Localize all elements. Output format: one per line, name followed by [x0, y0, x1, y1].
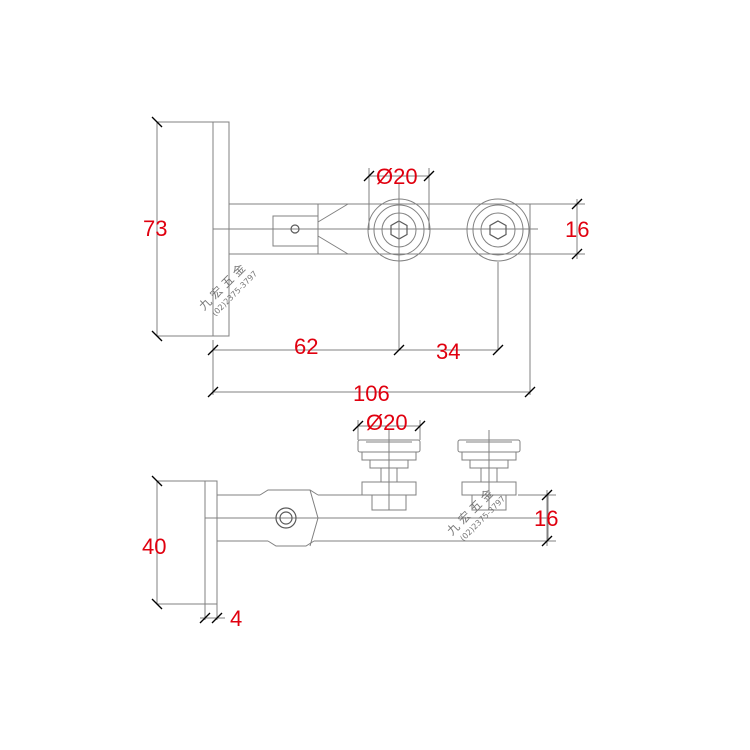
top-dim-16 [530, 198, 585, 260]
bottom-roller-right [457, 430, 521, 511]
top-dim-106 [207, 254, 536, 398]
top-arm [213, 203, 538, 255]
bottom-dim-diameter [352, 420, 426, 440]
bottom-dim-height-label: 40 [142, 534, 166, 559]
bottom-dim-16 [541, 489, 556, 547]
top-roller-right [466, 198, 530, 350]
top-watermark: 九 宏 五 金 (02)2375-3797 [196, 260, 260, 318]
bottom-roller-left [357, 430, 421, 511]
top-dim-106-label: 106 [353, 381, 390, 406]
top-roller-left [367, 183, 431, 350]
top-dim-34-label: 34 [436, 339, 460, 364]
bottom-wall-plate [156, 480, 218, 620]
top-dim-diameter [363, 168, 435, 230]
bottom-dim-right-label: 16 [534, 506, 558, 531]
top-dim-diameter-label: Ø20 [376, 164, 418, 189]
top-dim-73 [151, 116, 163, 342]
bottom-dim-40 [151, 475, 163, 610]
top-view: 73 Ø20 16 62 34 [143, 116, 589, 406]
bottom-dim-4 [199, 612, 225, 624]
bottom-dim-diameter-label: Ø20 [366, 410, 408, 435]
top-dim-62-34 [207, 340, 504, 395]
bottom-view: Ø20 40 16 4 九 宏 五 金 (02)2375-3797 [142, 410, 558, 631]
top-dim-62-label: 62 [294, 334, 318, 359]
top-dim-right-label: 16 [565, 217, 589, 242]
bottom-dim-plate-label: 4 [230, 606, 242, 631]
bottom-watermark: 九 宏 五 金 (02)2375-3797 [444, 485, 508, 543]
top-dim-height-label: 73 [143, 216, 167, 241]
bottom-arm [205, 489, 549, 547]
